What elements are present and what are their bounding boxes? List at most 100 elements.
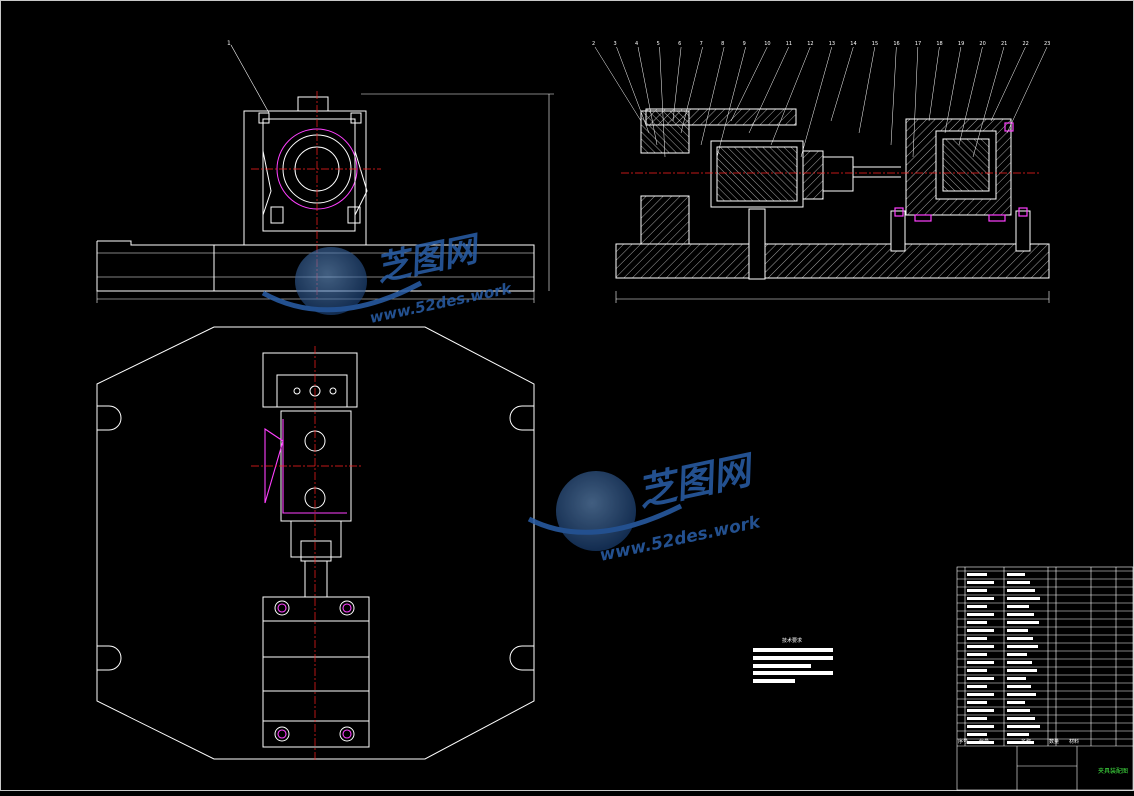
parts-list-cell xyxy=(1007,717,1035,720)
title-block-title: 夹具装配图 xyxy=(1098,767,1128,775)
title-block xyxy=(956,566,1134,791)
watermark-2: 芝图网 www.52des.work xyxy=(527,447,764,566)
parts-list-cell xyxy=(967,709,994,712)
leader-part-no: 15 xyxy=(872,41,878,47)
tech-requirements-heading: 技术要求 xyxy=(782,637,802,644)
col-qty: 数量 xyxy=(1049,738,1059,745)
parts-list-cell xyxy=(967,685,987,688)
parts-list-cell xyxy=(967,733,987,736)
leader-part-no: 16 xyxy=(893,41,899,47)
parts-list-cell xyxy=(967,581,994,584)
col-material: 材料 xyxy=(1069,738,1079,745)
watermark-1-brand: 芝图网 xyxy=(373,228,486,289)
parts-list-cell xyxy=(967,621,987,624)
plan-view-highlights xyxy=(264,419,352,739)
leader-line xyxy=(616,46,650,134)
leader-part-no: 11 xyxy=(786,41,792,47)
parts-list-cell xyxy=(967,717,987,720)
leader-part-no: 5 xyxy=(657,41,660,47)
leader-line xyxy=(912,46,919,158)
parts-list-cell xyxy=(1007,693,1036,696)
leader-line xyxy=(800,46,833,158)
leader-part-no: 20 xyxy=(979,41,985,47)
leader-part-no: 4 xyxy=(635,41,638,47)
parts-list-cell xyxy=(967,741,994,744)
leader-part-no: 12 xyxy=(807,41,813,47)
leader-part-no: 6 xyxy=(678,41,681,47)
watermark-1: 芝图网 www.52des.work xyxy=(261,228,514,327)
parts-list-cell xyxy=(1007,653,1027,656)
parts-list-cell xyxy=(1007,637,1033,640)
leader-line xyxy=(944,46,962,134)
parts-list-cell xyxy=(1007,605,1029,608)
leader-part-no: 23 xyxy=(1044,41,1050,47)
parts-list-cell xyxy=(967,661,994,664)
leader-line xyxy=(990,46,1026,122)
leader-part-no: 9 xyxy=(743,41,746,47)
leader-part-no: 14 xyxy=(850,41,856,47)
section-view xyxy=(615,108,1050,303)
parts-list-cell xyxy=(967,573,987,576)
parts-list-cell xyxy=(1007,597,1040,600)
parts-list-cell xyxy=(1007,669,1037,672)
front-view-part-no: 1 xyxy=(227,40,231,47)
leader-part-no: 13 xyxy=(829,41,835,47)
parts-list-cell xyxy=(967,613,994,616)
col-code: 代号 xyxy=(979,738,989,745)
watermark-1-globe-icon xyxy=(295,247,367,315)
section-view-highlights xyxy=(894,122,1028,222)
tech-requirements xyxy=(753,648,833,683)
parts-list-cell xyxy=(967,725,994,728)
title-block-header: 序号 代号 名称 数量 材料 xyxy=(958,738,1079,745)
col-name: 名称 xyxy=(1021,738,1031,745)
leader-part-no: 22 xyxy=(1022,41,1028,47)
leader-part-no: 3 xyxy=(614,41,617,47)
parts-list-cell xyxy=(1007,701,1025,704)
leader-part-no: 2 xyxy=(592,41,595,47)
parts-list-cell xyxy=(1007,685,1031,688)
watermark-2-brand: 芝图网 xyxy=(634,447,760,515)
parts-list-cell xyxy=(967,637,987,640)
leader-line xyxy=(928,46,940,122)
parts-list-cell xyxy=(1007,677,1026,680)
leader-line xyxy=(637,46,658,146)
leader-line xyxy=(1006,46,1048,134)
parts-list-cell xyxy=(967,653,987,656)
parts-list-cell xyxy=(967,605,987,608)
leader-part-no: 10 xyxy=(764,41,770,47)
parts-list-cell xyxy=(967,589,987,592)
parts-list-cell xyxy=(967,693,994,696)
leader-line xyxy=(770,46,811,146)
parts-list-cell xyxy=(1007,613,1034,616)
leader-line xyxy=(830,46,854,122)
parts-list-cell xyxy=(1007,581,1030,584)
leader-line xyxy=(716,46,746,158)
leader-part-no: 17 xyxy=(915,41,921,47)
parts-list-cell xyxy=(1007,589,1035,592)
parts-list-cell xyxy=(1007,733,1029,736)
leader-line xyxy=(594,46,642,122)
leader-line xyxy=(730,46,768,122)
leader-line xyxy=(972,46,1005,158)
parts-list-cell xyxy=(967,645,994,648)
parts-list-cell xyxy=(1007,573,1025,576)
leader-part-no: 18 xyxy=(936,41,942,47)
leader-line xyxy=(748,46,789,134)
parts-list-cell xyxy=(1007,645,1038,648)
parts-list-cell xyxy=(1007,741,1034,744)
leader-line xyxy=(672,46,682,122)
leader-part-no: 21 xyxy=(1001,41,1007,47)
parts-list-cell xyxy=(967,701,987,704)
col-seq: 序号 xyxy=(958,738,968,745)
parts-list-cell xyxy=(967,629,994,632)
leader-line xyxy=(890,46,897,146)
plan-view xyxy=(96,326,535,760)
leader-line xyxy=(680,46,703,134)
parts-list-cell xyxy=(967,677,994,680)
parts-list-cell xyxy=(1007,629,1028,632)
parts-list-cell xyxy=(1007,661,1032,664)
watermark-2-globe-icon xyxy=(556,471,636,551)
